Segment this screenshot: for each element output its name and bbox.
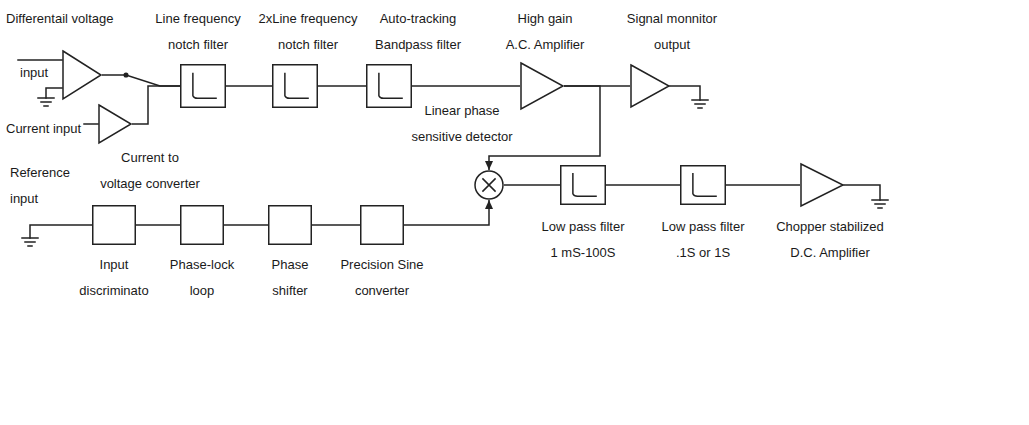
signal-wire bbox=[318, 85, 366, 87]
signal-wire bbox=[312, 224, 360, 226]
block-label: Line frequency notch filter bbox=[143, 6, 253, 58]
signal-label: Differentail voltage bbox=[6, 6, 113, 32]
ground-symbol bbox=[872, 200, 888, 208]
pll-box: Phase-lock loop bbox=[180, 205, 224, 245]
lowpass-filter: Low pass filter .1S or 1S bbox=[680, 165, 726, 205]
signal-wire bbox=[224, 224, 268, 226]
signal-wire bbox=[489, 86, 600, 170]
monitor-amplifier: Signal monnitor output bbox=[630, 64, 670, 108]
box-outline bbox=[272, 64, 318, 108]
signal-wire bbox=[132, 86, 180, 124]
block-label: Phase shifter bbox=[260, 252, 320, 304]
mixer-symbol bbox=[474, 170, 504, 200]
output-wire bbox=[670, 86, 700, 100]
block-label: 2xLine frequency notch filter bbox=[253, 6, 363, 58]
block-label: Auto-tracking Bandpass filter bbox=[363, 6, 473, 58]
box-outline bbox=[268, 205, 312, 245]
block-label: input bbox=[20, 60, 48, 86]
signal-wire bbox=[226, 85, 272, 87]
bandpass-filter: Auto-tracking Bandpass filter bbox=[366, 64, 412, 108]
amplifier-symbol bbox=[520, 62, 564, 110]
block-label: Chopper stabilized D.C. Amplifier bbox=[770, 214, 890, 266]
block-label: Low pass filter .1S or 1S bbox=[659, 214, 747, 266]
input-wire bbox=[30, 225, 92, 238]
box-outline bbox=[180, 64, 226, 108]
signal-label: Reference input bbox=[10, 160, 80, 212]
dc-amplifier: Chopper stabilized D.C. Amplifier bbox=[800, 163, 844, 207]
box-outline bbox=[360, 205, 404, 245]
output-wire bbox=[844, 185, 880, 200]
block-label: High gain A.C. Amplifier bbox=[504, 6, 586, 58]
ground-symbol bbox=[38, 98, 54, 106]
block-label: Input discriminato bbox=[76, 252, 152, 304]
signal-wire bbox=[404, 200, 489, 225]
differential-amplifier: input bbox=[62, 50, 102, 100]
box-outline bbox=[92, 205, 136, 245]
phase-shifter-box: Phase shifter bbox=[268, 205, 312, 245]
notch-filter: Line frequency notch filter bbox=[180, 64, 226, 108]
signal-wire bbox=[102, 75, 180, 86]
discriminator-box: Input discriminato bbox=[92, 205, 136, 245]
lowpass-filter: Low pass filter 1 mS-100S bbox=[560, 165, 606, 205]
input-wire bbox=[84, 123, 98, 125]
sine-converter-box: Precision Sine converter bbox=[360, 205, 404, 245]
input-wire bbox=[18, 59, 62, 61]
block-label: Current to voltage converter bbox=[100, 145, 200, 197]
signal-wire bbox=[412, 85, 520, 87]
ac-amplifier: High gain A.C. Amplifier bbox=[520, 62, 564, 110]
amplifier-symbol bbox=[62, 50, 102, 100]
amplifier-symbol bbox=[630, 64, 670, 108]
current-amplifier: Current inputCurrent to voltage converte… bbox=[98, 104, 132, 144]
amplifier-symbol bbox=[800, 163, 844, 207]
signal-wire bbox=[726, 184, 800, 186]
input-wire bbox=[46, 88, 62, 98]
amplifier-symbol bbox=[98, 104, 132, 144]
block-label: Low pass filter 1 mS-100S bbox=[539, 214, 627, 266]
notch-filter: 2xLine frequency notch filter bbox=[272, 64, 318, 108]
block-label: Phase-lock loop bbox=[164, 252, 240, 304]
ground-symbol bbox=[692, 100, 708, 108]
block-label: Linear phase sensitive detector bbox=[407, 98, 517, 150]
box-outline bbox=[680, 165, 726, 205]
signal-wire bbox=[606, 184, 680, 186]
signal-wire bbox=[504, 184, 560, 186]
signal-wire bbox=[136, 224, 180, 226]
box-outline bbox=[560, 165, 606, 205]
box-outline bbox=[180, 205, 224, 245]
ground-symbol bbox=[22, 238, 38, 246]
block-label: Signal monnitor output bbox=[622, 6, 722, 58]
box-outline bbox=[366, 64, 412, 108]
block-label: Current input bbox=[6, 116, 81, 142]
phase-detector: Linear phase sensitive detector bbox=[474, 170, 504, 200]
block-label: Precision Sine converter bbox=[337, 252, 427, 304]
